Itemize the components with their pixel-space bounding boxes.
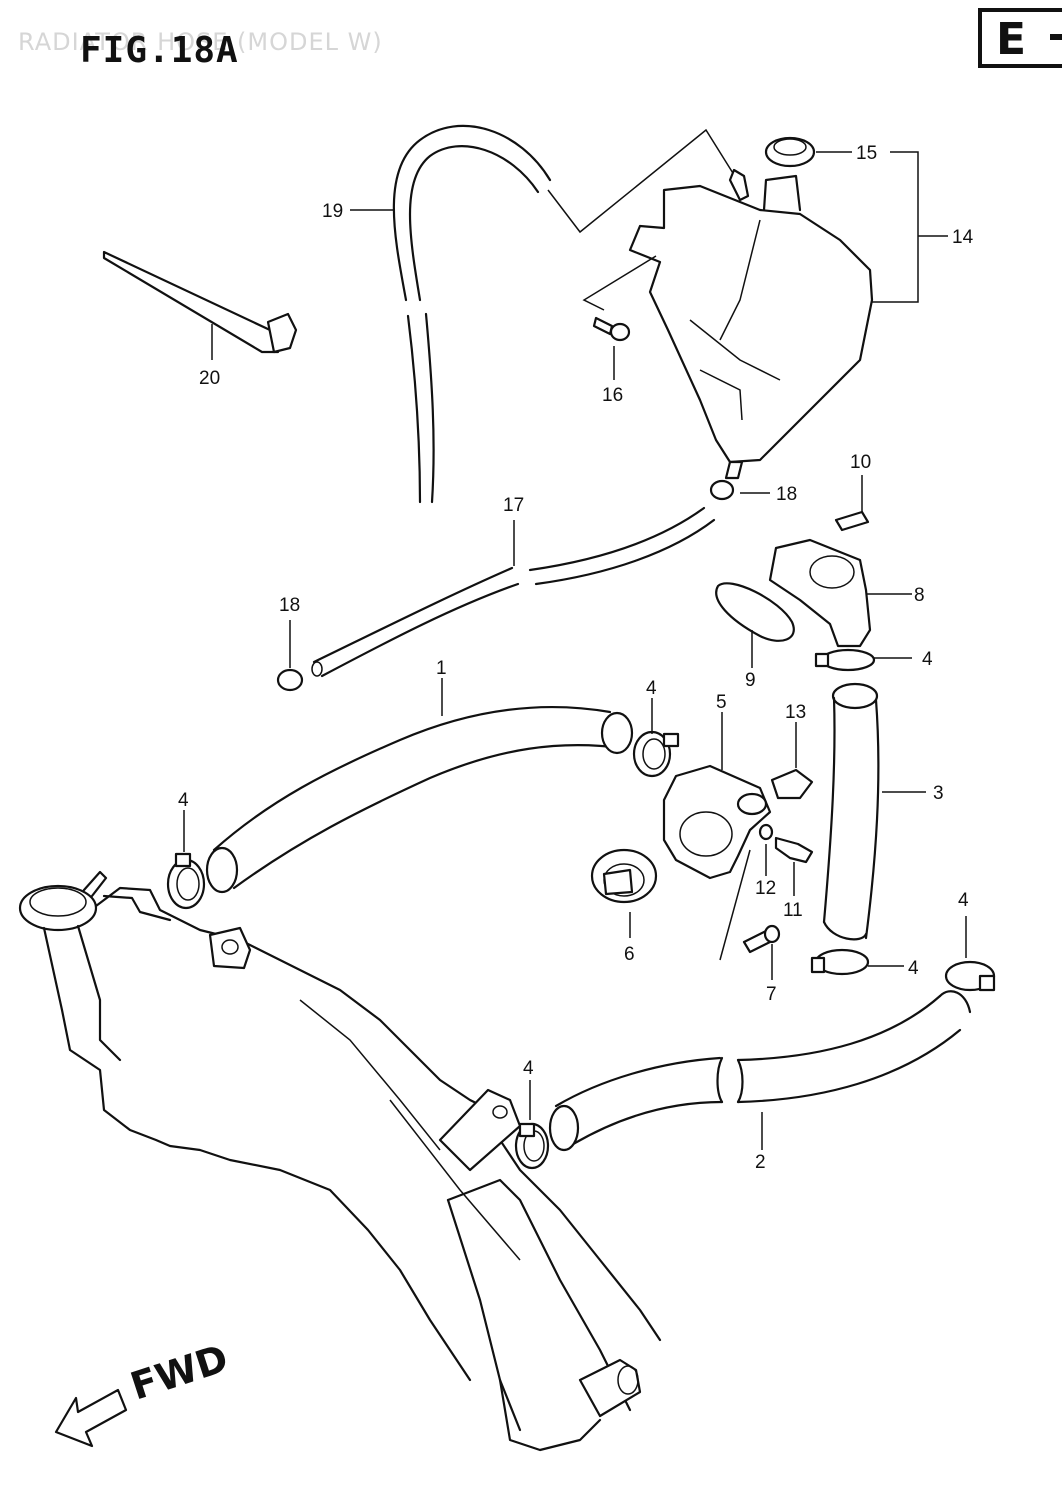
clamp-4-hose-1-left	[166, 810, 206, 910]
callout-14: 14	[952, 227, 974, 248]
clamp-4-hose-2-right	[944, 916, 996, 992]
thermostat-case	[662, 712, 772, 961]
section-box	[978, 8, 1062, 68]
callout-18-b: 18	[279, 595, 300, 616]
clamp-4-upper-right	[814, 648, 912, 672]
callout-12: 12	[755, 878, 776, 899]
callout-3: 3	[933, 783, 944, 804]
washer-12	[758, 823, 774, 876]
callout-4-b: 4	[646, 678, 657, 699]
callout-2: 2	[755, 1152, 766, 1173]
bolt-7	[742, 924, 781, 980]
radiator	[18, 870, 662, 1452]
clamp-4-below-3	[810, 948, 904, 976]
sensor-13	[770, 722, 814, 800]
callout-13: 13	[785, 702, 806, 723]
callout-19: 19	[322, 201, 343, 222]
figure-title: FIG.18A	[80, 30, 239, 71]
faint-section-title: RADIATOR HOSE (MODEL W)	[18, 28, 383, 56]
thermostat-cover	[715, 475, 912, 668]
callout-4-c: 4	[178, 790, 189, 811]
callout-4-a: 4	[922, 649, 933, 670]
callout-4-d: 4	[908, 958, 919, 979]
callout-6: 6	[624, 944, 635, 965]
reservoir-tank	[582, 136, 948, 480]
part-17-hose	[311, 506, 716, 678]
clamp-18-upper	[709, 479, 770, 501]
part-19-hose	[350, 124, 737, 504]
fwd-label: FWD	[125, 1336, 233, 1409]
sensor-11	[774, 836, 814, 896]
callout-8: 8	[914, 585, 925, 606]
forward-arrow: FWD	[54, 1336, 233, 1448]
clamp-4-hose-1-right	[632, 698, 680, 778]
callout-16: 16	[602, 385, 623, 406]
callout-9: 9	[745, 670, 756, 691]
part-1-hose	[205, 678, 634, 894]
clamp-4-hose-2-left	[514, 1080, 550, 1170]
bolt-16	[592, 316, 631, 380]
callout-11: 11	[783, 900, 803, 921]
callout-15: 15	[856, 143, 877, 164]
section-label: E	[996, 14, 1027, 65]
callout-18-a: 18	[776, 484, 797, 505]
callouts: 1 2 3 4 4 4 4 4 4 4 5 6 7 8 9 10 11 12 1…	[178, 143, 974, 1173]
callout-7: 7	[766, 984, 777, 1005]
thermostat-6	[590, 848, 658, 938]
part-20-bracket	[102, 250, 298, 360]
callout-1: 1	[436, 658, 447, 679]
callout-17: 17	[503, 495, 524, 516]
clamp-18-lower	[276, 620, 304, 692]
part-2-hose	[548, 990, 972, 1152]
callout-10: 10	[850, 452, 871, 473]
callout-4-e: 4	[958, 890, 969, 911]
callout-5: 5	[716, 692, 727, 713]
section-dash	[1050, 34, 1062, 40]
callout-4-f: 4	[523, 1058, 534, 1079]
part-3-hose	[822, 682, 926, 941]
callout-20: 20	[199, 368, 220, 389]
